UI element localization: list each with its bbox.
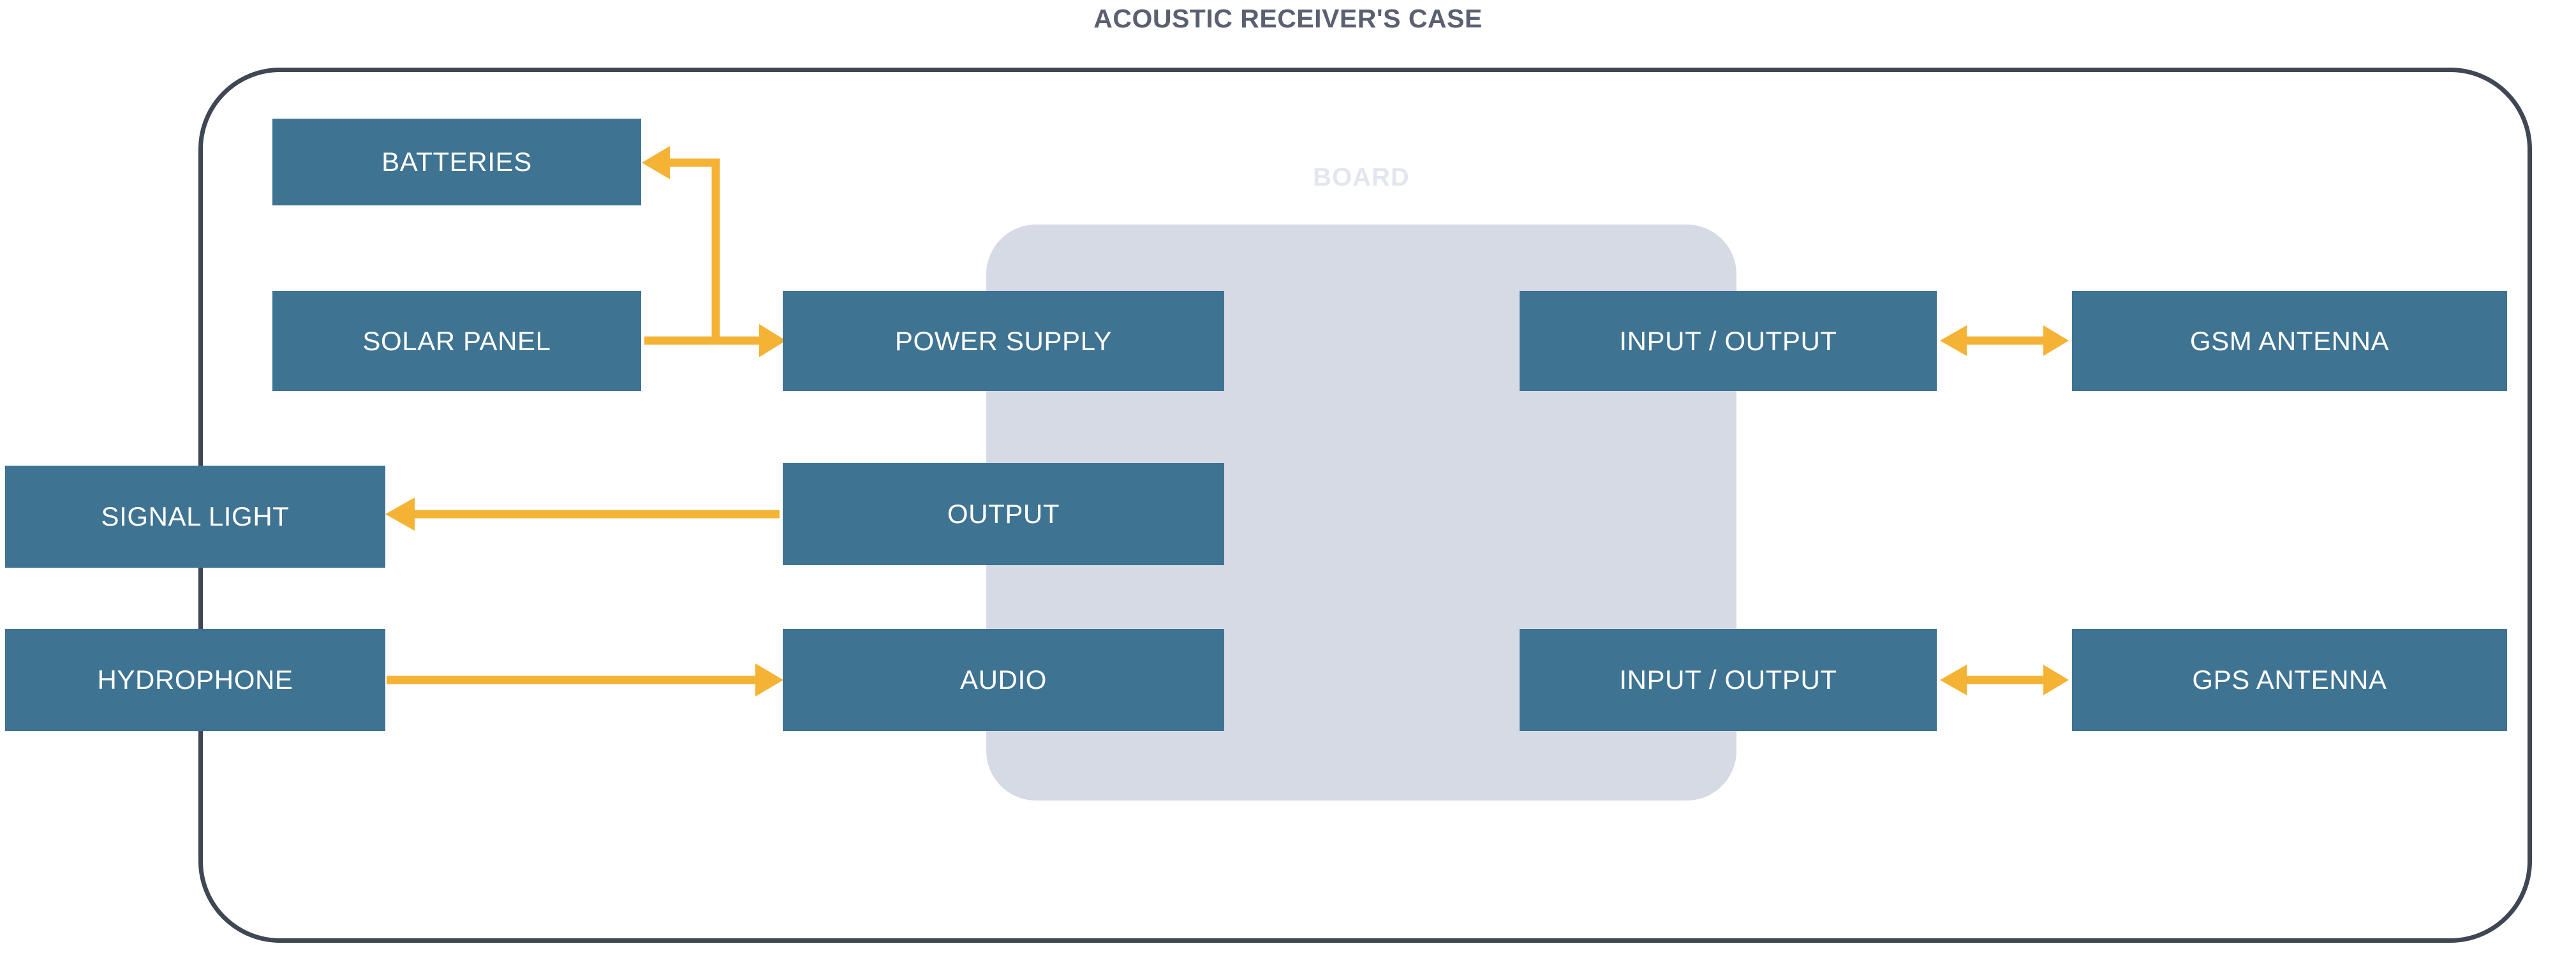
block-audio[interactable]: AUDIO: [783, 629, 1224, 731]
block-gps-antenna[interactable]: GPS ANTENNA: [2072, 629, 2507, 731]
block-gsm-antenna[interactable]: GSM ANTENNA: [2072, 291, 2507, 391]
block-power-supply[interactable]: POWER SUPPLY: [783, 291, 1224, 391]
block-input-output-bottom[interactable]: INPUT / OUTPUT: [1520, 629, 1937, 731]
block-hydrophone[interactable]: HYDROPHONE: [5, 629, 385, 731]
block-signal-light[interactable]: SIGNAL LIGHT: [5, 466, 385, 568]
page-title: ACOUSTIC RECEIVER'S CASE: [1093, 4, 1483, 33]
block-input-output-top[interactable]: INPUT / OUTPUT: [1520, 291, 1937, 391]
block-batteries[interactable]: BATTERIES: [272, 119, 641, 205]
block-output[interactable]: OUTPUT: [783, 463, 1224, 565]
board-label: BOARD: [1313, 163, 1410, 191]
block-solar-panel[interactable]: SOLAR PANEL: [272, 291, 641, 391]
